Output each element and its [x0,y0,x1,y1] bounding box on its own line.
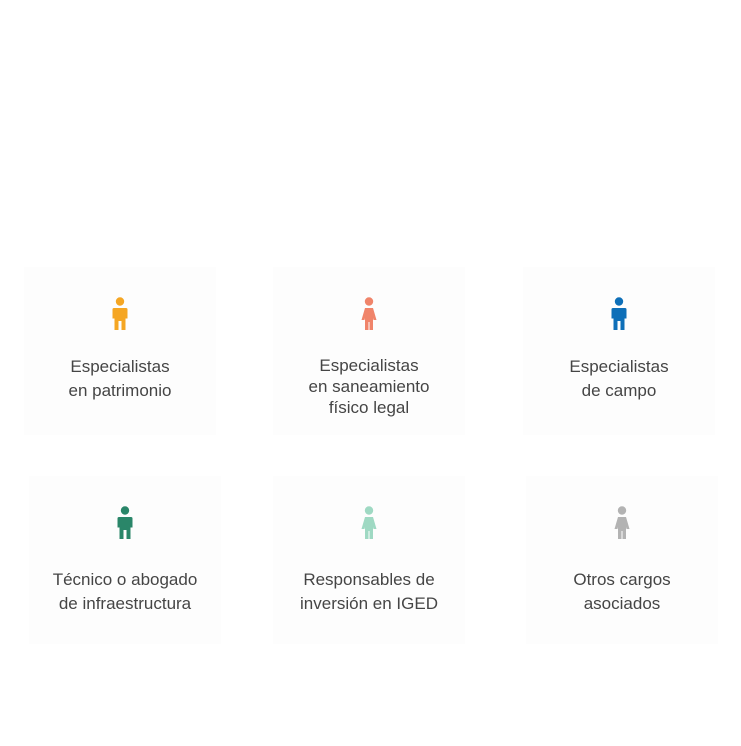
role-label: Otros cargos asociados [573,570,671,613]
man-icon [117,506,133,539]
role-card-responsables-inversion: Responsables de inversión en IGED [273,476,465,644]
role-card-especialistas-campo: Especialistas de campo [523,267,715,435]
woman-icon [361,297,377,330]
role-label: Especialistas de campo [569,357,669,400]
role-label: Técnico o abogado de infraestructura [52,570,198,613]
role-label: Especialistas en saneamiento físico lega… [308,356,430,417]
role-card-especialistas-patrimonio: Especialistas en patrimonio [24,267,216,435]
role-card-otros-cargos: Otros cargos asociados [526,476,718,644]
man-icon [112,297,128,330]
role-label: Responsables de inversión en IGED [300,570,438,613]
role-card-tecnico-abogado: Técnico o abogado de infraestructura [29,476,221,644]
man-icon [611,297,627,330]
role-card-especialistas-saneamiento: Especialistas en saneamiento físico lega… [273,267,465,435]
role-label: Especialistas en patrimonio [68,357,172,400]
woman-icon [614,506,630,539]
woman-icon [361,506,377,539]
